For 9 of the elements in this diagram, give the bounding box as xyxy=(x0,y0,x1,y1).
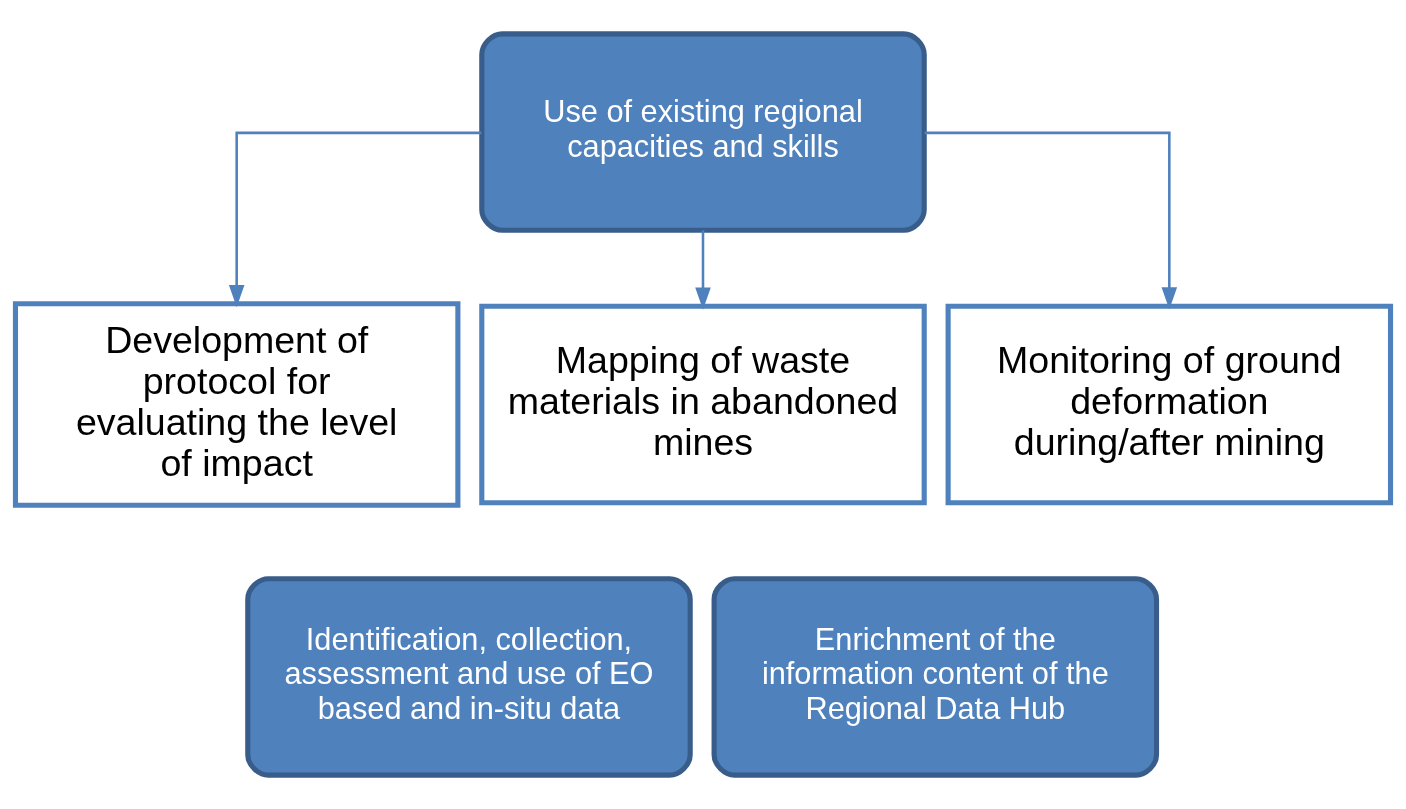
arrow xyxy=(924,131,1178,310)
node-box: Mapping of waste materials in abandoned mines xyxy=(479,303,927,506)
node-box: Use of existing regional capacities and skills xyxy=(479,31,927,233)
node-box: Identification, collection, assessment and use of EO based and in-situ data xyxy=(245,576,693,778)
node-box: Enrichment of the information content of the Regional Data Hub xyxy=(711,576,1160,778)
node-box: Monitoring of ground deformation during/after mining xyxy=(945,303,1394,506)
arrow xyxy=(695,230,711,310)
node-box: Development of protocol for evaluating the level of impact xyxy=(12,301,461,508)
arrow xyxy=(228,131,482,308)
